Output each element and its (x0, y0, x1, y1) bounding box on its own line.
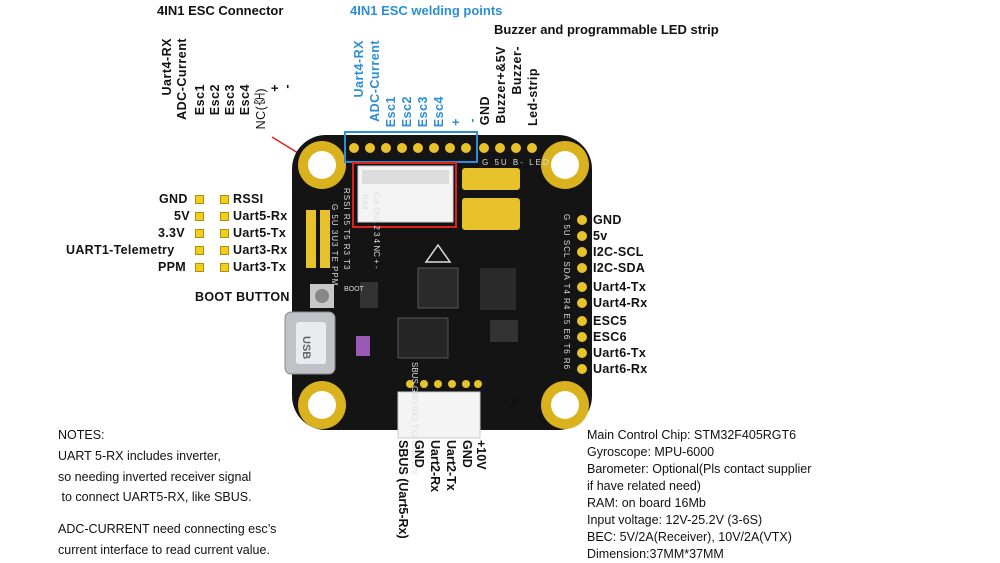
right-pad-label: Uart4-Tx (593, 280, 647, 294)
spec-line: Input voltage: 12V-25.2V (3-6S) (587, 513, 763, 527)
mcu-chip (417, 267, 459, 309)
spec-line: RAM: on board 16Mb (587, 496, 706, 510)
spec-line: Dimension:37MM*37MM (587, 547, 724, 561)
mounting-hole (298, 381, 346, 429)
left-pad-label: UART1-Telemetry (66, 243, 175, 257)
bottom-pin-label: SBUS (Uart5-Rx) (396, 440, 410, 539)
right-board-pads (577, 215, 587, 374)
bottom-pin-label: Uart2-Tx (444, 440, 458, 491)
bottom-pads (406, 380, 482, 388)
right-pad-label: Uart6-Tx (593, 346, 647, 360)
pad-marker (220, 246, 229, 255)
notes-line: UART 5-RX includes inverter, (58, 449, 221, 463)
right-pad-label: 5v (593, 229, 608, 243)
esc-welding-header: 4IN1 ESC welding points (350, 3, 503, 18)
mounting-hole (298, 141, 346, 189)
notes-line: to connect UART5-RX, like SBUS. (58, 490, 252, 504)
spec-line: Main Control Chip: STM32F405RGT6 (587, 428, 797, 442)
pad-marker (195, 263, 204, 272)
bottom-pin-label: GND (460, 440, 474, 468)
bottom-pin-label: +10V (474, 440, 488, 470)
silk-left-row2: G 5U 3U3 TE PPM (330, 204, 339, 287)
silk-boot: BOOT (344, 286, 364, 293)
pad-marker (220, 212, 229, 221)
spec-line: BEC: 5V/2A(Receiver), 10V/2A(VTX) (587, 530, 792, 544)
boot-button-label: BOOT BUTTON (195, 290, 290, 304)
buzzer-pad (462, 168, 520, 190)
right-pad-label: Uart6-Rx (593, 362, 648, 376)
silk-top-right: G 5U B- LED (482, 158, 551, 167)
silk-connector2: RX4 (360, 194, 369, 210)
vtx-connector (397, 391, 481, 439)
mounting-hole (541, 141, 589, 189)
notes-title: NOTES: (58, 428, 105, 442)
right-pad-label: GND (593, 213, 622, 227)
right-pad-label: I2C-SCL (593, 245, 644, 259)
connector-highlight-box (352, 162, 457, 228)
left-pad-right-label: Uart3-Tx (233, 260, 287, 274)
right-pad-label: ESC6 (593, 330, 627, 344)
left-pad-label: 5V (174, 209, 190, 223)
buzzer-led-header: Buzzer and programmable LED strip (494, 22, 719, 37)
left-pad-right-label: Uart5-Tx (233, 226, 287, 240)
esc-connector-header: 4IN1 ESC Connector (157, 3, 284, 18)
left-pad-right-label: RSSI (233, 192, 264, 206)
left-pad-label: GND (159, 192, 188, 206)
bottom-pin-label: GND (412, 440, 426, 468)
pad-marker (195, 212, 204, 221)
right-pad-label: I2C-SDA (593, 261, 646, 275)
spec-line: Gyroscope: MPU-6000 (587, 445, 715, 459)
left-pad-label: 3.3V (158, 226, 185, 240)
left-pad-right-label: Uart3-Rx (233, 243, 288, 257)
notes-line: current interface to read current value. (58, 543, 270, 557)
silk-right-col: G 5U SCL SDA T4 R4 E5 E6 T6 R6 (562, 214, 571, 371)
silk-bottom: SBUS GND RX2 TX2 GND 10V (410, 362, 419, 475)
left-board-pads (306, 210, 330, 268)
pad-marker (195, 246, 204, 255)
pad-marker (195, 195, 204, 204)
top-header-pins (349, 143, 537, 153)
pad-marker (220, 263, 229, 272)
spec-line: Barometer: Optional(Pls contact supplier (587, 462, 812, 476)
pad-marker (220, 229, 229, 238)
right-pad-label: Uart4-Rx (593, 296, 648, 310)
left-pad-right-label: Uart5-Rx (233, 209, 288, 223)
vtx-label: VTX (493, 396, 519, 410)
left-pad-label: PPM (158, 260, 186, 274)
gyro-chip (397, 317, 449, 359)
spec-line: if have related need) (587, 479, 701, 493)
right-pad-label: ESC5 (593, 314, 627, 328)
silk-connector: Cur DN1 2 3 4 NC + - (372, 192, 381, 269)
silk-usb: USB (300, 336, 312, 360)
notes-line: ADC-CURRENT need connecting esc’s (58, 522, 277, 536)
mounting-hole (541, 381, 589, 429)
buzzer-pad (462, 198, 520, 230)
notes-line: so needing inverted receiver signal (58, 470, 252, 484)
pad-marker (220, 195, 229, 204)
pad-marker (195, 229, 204, 238)
bottom-pin-label: Uart2-Rx (428, 440, 442, 493)
silk-left-row: RSSI R5 T5 R3 T3 (342, 188, 351, 271)
